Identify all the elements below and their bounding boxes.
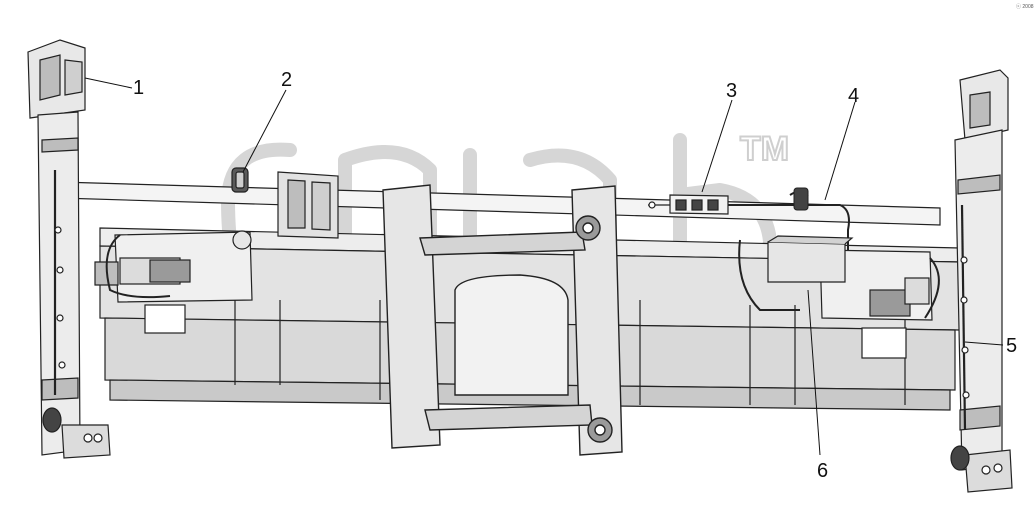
leader-lines [84, 77, 1004, 456]
right-hydraulic-assembly [819, 249, 940, 321]
item-3-switch-block [648, 194, 729, 215]
callout-6: 6 [817, 460, 828, 482]
callout-3: 3 [726, 80, 737, 102]
item-2-control-module [277, 171, 339, 239]
callout-4: 4 [848, 85, 859, 107]
item-6-control-box [767, 235, 854, 283]
callout-2: 2 [281, 69, 292, 91]
callout-5: 5 [1006, 335, 1017, 357]
watermark-tm-text: TM [740, 130, 789, 168]
corner-tag: ⓒ 2008 [1016, 3, 1034, 10]
right-post [950, 69, 1013, 493]
left-post [27, 39, 111, 459]
center-carriage [382, 184, 623, 456]
item-2-sensor [231, 167, 249, 193]
left-hydraulic-assembly [94, 230, 253, 303]
callout-1: 1 [133, 77, 144, 99]
item-4-cable-harness [728, 187, 850, 311]
